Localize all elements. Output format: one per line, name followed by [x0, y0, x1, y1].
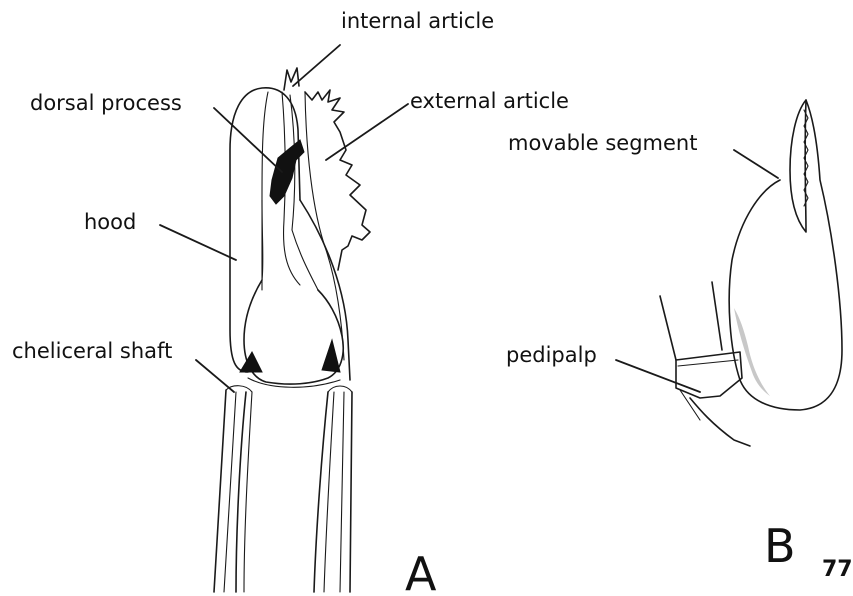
label-cheliceral-shaft: cheliceral shaft [12, 339, 172, 363]
right-shaft-mid [340, 392, 344, 592]
leader-external-article [326, 104, 408, 160]
panel-letter-a: A [405, 547, 437, 596]
hood-outline [230, 88, 300, 372]
leader-internal-article [293, 45, 340, 86]
leader-hood [160, 225, 236, 260]
label-external-article: external article [410, 89, 569, 113]
label-hood: hood [84, 210, 136, 234]
label-pedipalp: pedipalp [506, 343, 597, 367]
right-shaft-cap [328, 386, 352, 392]
label-movable-segment: movable segment [508, 131, 697, 155]
labels: internal article dorsal process external… [12, 9, 697, 367]
left-shaft-mid [224, 392, 236, 592]
pedipalp-arm-upper-2 [712, 282, 722, 350]
left-shaft-outer [214, 390, 226, 592]
leader-cheliceral-shaft [196, 360, 234, 392]
left-shaft-inner-2 [244, 392, 252, 592]
chelicera-neck-left [262, 200, 263, 280]
pedipalp-arm-upper [660, 296, 676, 360]
pedipalp-segment [676, 352, 742, 398]
panel-letter-b: B [764, 519, 796, 573]
movable-segment-shape [790, 100, 806, 232]
internal-article [284, 68, 299, 90]
pedipalp-body [729, 100, 842, 410]
left-condyle [240, 352, 262, 372]
label-dorsal-process: dorsal process [30, 91, 182, 115]
figure-number: 77 [822, 557, 853, 582]
right-condyle [322, 340, 340, 372]
pedipalp-arm-lower [690, 398, 750, 446]
pedipalp-segment-line [678, 360, 738, 366]
chelicera-neck-right [292, 230, 318, 290]
right-shaft-outer [350, 392, 352, 592]
leader-movable-segment [734, 150, 778, 178]
label-internal-article: internal article [341, 9, 494, 33]
right-shaft-inner [314, 392, 328, 592]
external-article [305, 90, 370, 270]
leader-dorsal-process [214, 108, 282, 172]
